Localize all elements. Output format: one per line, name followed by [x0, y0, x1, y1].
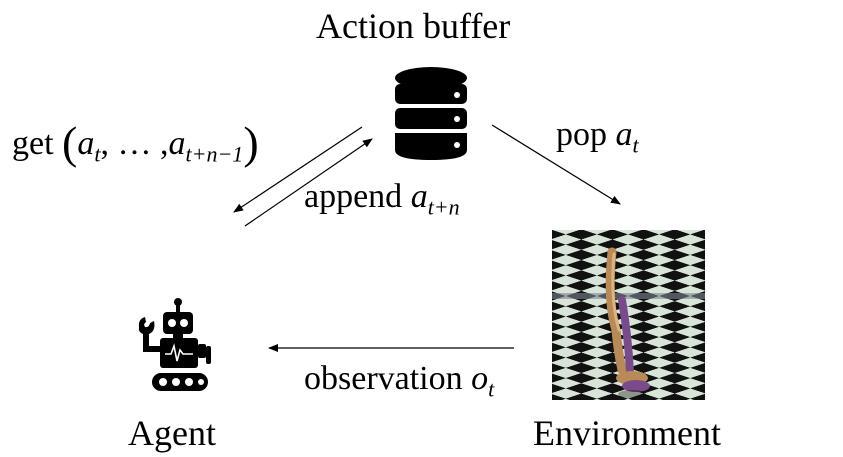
append-sub: t+n [427, 194, 460, 220]
get-close-paren: ) [243, 117, 259, 168]
walker-simulation-image [552, 230, 705, 400]
observation-word: observation [304, 360, 463, 397]
append-label: append at+n [304, 178, 460, 219]
observation-label: observation ot [304, 360, 494, 401]
observation-sub: t [488, 376, 495, 402]
pop-arrow [491, 124, 621, 205]
get-label: get (at, … ,at+n−1) [12, 120, 259, 166]
append-arrow [244, 138, 373, 227]
database-icon [395, 67, 467, 160]
environment-label: Environment [533, 413, 721, 453]
get-arrow [233, 126, 363, 213]
get-word: get [12, 125, 54, 162]
get-first-sub: t [94, 141, 101, 167]
pop-sub: t [632, 132, 639, 158]
append-word: append [304, 178, 403, 215]
pop-word: pop [556, 116, 607, 153]
get-open-paren: ( [62, 117, 78, 168]
observation-var: o [471, 360, 489, 397]
pop-var: a [615, 116, 633, 153]
get-last-var: a [168, 125, 186, 162]
agent-label: Agent [128, 413, 216, 453]
pop-label: pop at [556, 116, 639, 157]
buffer-title: Action buffer [316, 6, 511, 46]
get-first-var: a [77, 125, 95, 162]
get-last-sub: t+n−1 [185, 141, 244, 167]
robot-icon [138, 298, 211, 391]
append-var: a [410, 178, 428, 215]
get-ellipsis: , … , [100, 125, 169, 162]
